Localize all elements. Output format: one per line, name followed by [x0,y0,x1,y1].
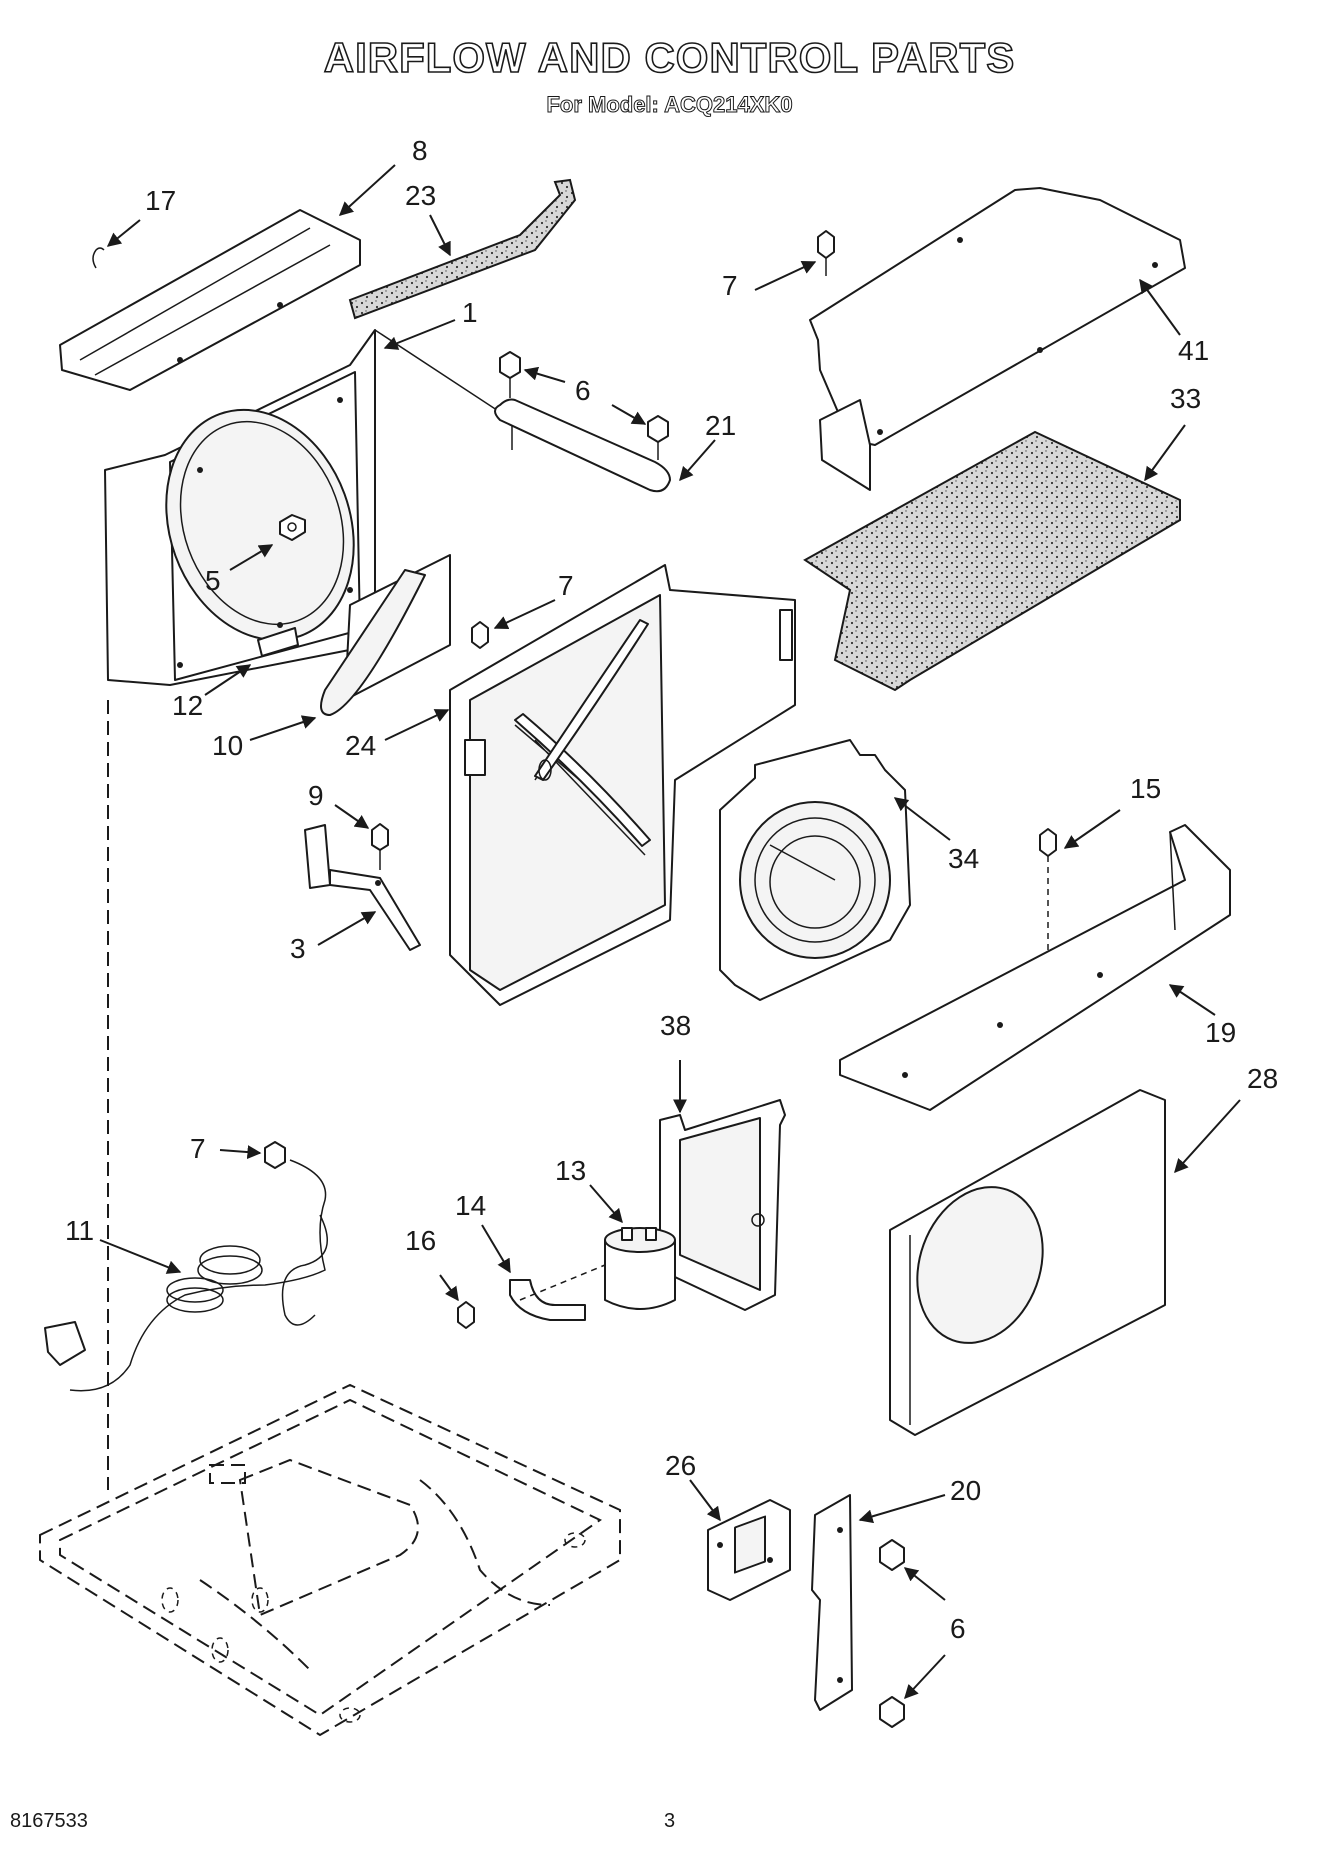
leader-23 [429,214,451,257]
part-23-foam-strip [348,178,577,320]
leader-8 [338,164,396,216]
model-subtitle: For Model: ACQ214XK0 [546,92,793,118]
callout-33: 33 [1170,383,1201,414]
leader-9 [334,804,370,829]
leader-28 [1174,1099,1241,1174]
leader-6a [523,366,566,383]
leader-17 [106,219,141,247]
leader-19 [1168,984,1216,1016]
callout-38: 38 [660,1010,691,1041]
part-33-filter [803,430,1181,692]
leader-21 [679,439,716,482]
part-34-scroll [719,739,911,1001]
callout-20: 20 [950,1475,981,1506]
part-17-clip [92,247,105,269]
part-1-shroud [104,329,513,686]
part-41-cover [809,187,1186,491]
part-6-screw-a [499,351,521,398]
leader-6b [611,404,647,425]
part-6-screw-b [647,415,669,460]
callout-11: 11 [65,1215,94,1246]
part-5-nut [279,514,306,541]
callout-21: 21 [705,410,736,441]
page-title: AIRFLOW AND CONTROL PARTS [323,33,1016,82]
page-number: 3 [663,1810,676,1832]
part-38-control-box [659,1099,786,1311]
callout-7b: 7 [558,570,574,601]
callout-3: 3 [290,933,306,964]
callout-16: 16 [405,1225,436,1256]
callout-24: 24 [345,730,376,761]
part-21-strap [494,398,671,493]
part-3-bracket [304,824,421,951]
part-6-screw-d [879,1696,905,1728]
leader-7a [493,599,556,630]
callout-13: 13 [555,1155,586,1186]
callout-7c: 7 [190,1133,206,1164]
part-26-switch [707,1499,791,1601]
part-14-clamp [509,1279,586,1321]
part-16-screw [457,1301,475,1329]
leader-7c [219,1145,262,1160]
callout-14: 14 [455,1190,486,1221]
callout-41: 41 [1178,335,1209,366]
leader-15 [1063,809,1121,849]
base-pan [39,1383,621,1737]
callout-23: 23 [405,180,436,211]
callout-12: 12 [172,690,203,721]
part-9-screw [371,823,389,870]
callout-15: 15 [1130,773,1161,804]
callout-6: 6 [575,375,591,406]
callout-6b: 6 [950,1613,966,1644]
part-7-screw-b [817,230,835,276]
leader-6c [903,1567,946,1601]
callout-8: 8 [412,135,428,166]
leader-20 [858,1494,946,1524]
part-15-screw [1039,828,1057,965]
leader-41 [1139,278,1181,336]
leader-3 [317,911,377,946]
callout-9: 9 [308,780,324,811]
callout-17: 17 [145,185,176,216]
leader-10 [249,715,317,741]
callout-26: 26 [665,1450,696,1481]
part-28-panel [889,1089,1166,1436]
part-12-block [257,627,299,657]
leader-5 [229,544,274,571]
part-7-screw-a [471,621,489,649]
leader-12 [204,664,252,696]
part-7-screw-c [264,1141,286,1169]
part-8-bracket [59,209,361,391]
part-6-screw-c [879,1539,905,1571]
part-10-baffle [320,554,451,716]
leader-6d [904,1654,946,1700]
leader-33 [1144,424,1186,482]
leader-34 [893,797,951,841]
leader-24 [384,709,450,741]
callout-5: 5 [205,565,221,596]
callout-19: 19 [1205,1017,1236,1048]
part-13-capacitor [519,1227,676,1310]
callout-7: 7 [722,270,738,301]
callout-34: 34 [948,843,979,874]
leader-11 [99,1239,182,1274]
leader-7b [754,260,817,291]
leader-26 [689,1479,721,1522]
part-number: 8167533 [10,1810,88,1832]
part-20-bracket [811,1494,853,1711]
callout-1: 1 [462,297,478,328]
part-19-tray [839,824,1231,1111]
leader-1 [383,319,456,350]
leader-13 [589,1184,623,1224]
part-11-power-cord [44,1159,328,1392]
callout-10: 10 [212,730,243,761]
callout-28: 28 [1247,1063,1278,1094]
part-24-partition [449,564,796,1006]
leader-14 [481,1224,511,1274]
leader-16 [439,1274,459,1302]
